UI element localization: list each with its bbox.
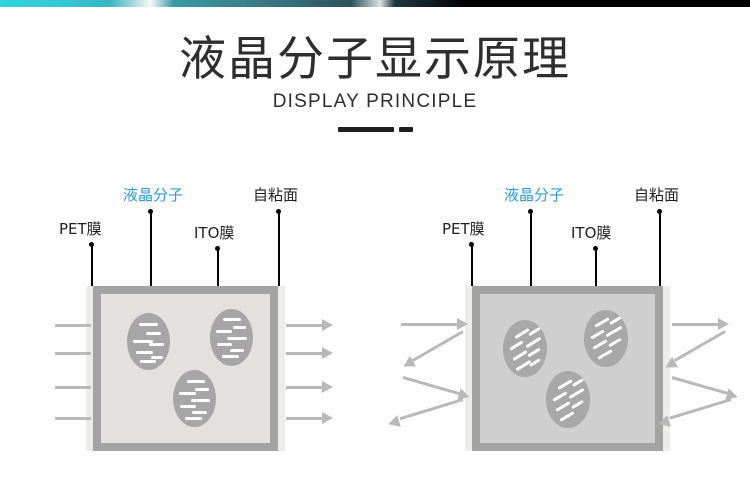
- label-lc-molecule-right-dot: [528, 209, 533, 214]
- label-pet-film-left-dot: [89, 242, 94, 247]
- incoming-ray-left-2: [55, 352, 91, 355]
- label-ito-film-left: ITO膜: [194, 224, 235, 242]
- title-divider: [0, 121, 750, 133]
- outgoing-ray-left-2: [286, 352, 324, 355]
- label-adhesive-left: 自粘面: [253, 186, 299, 204]
- diagram-scattered-state: PET膜 液晶分子 ITO膜 自粘面: [375, 0, 750, 492]
- label-lc-molecule-left-dot: [148, 209, 153, 214]
- scattered-ray-right-back-1: [412, 330, 464, 362]
- label-adhesive-right: 自粘面: [634, 186, 680, 204]
- label-pet-film-right-leader: [471, 245, 473, 292]
- label-lc-molecule-left-leader: [150, 212, 152, 318]
- scattered-ray-right-back-2: [399, 398, 464, 421]
- incoming-ray-right-1-head: [457, 318, 468, 330]
- incoming-ray-left-1: [55, 324, 91, 327]
- outgoing-ray-right-1: [672, 323, 720, 326]
- label-adhesive-left-leader: [278, 212, 280, 312]
- label-pet-film-right: PET膜: [442, 220, 485, 238]
- incoming-ray-left-4: [55, 417, 91, 420]
- incoming-ray-right-1: [401, 323, 459, 326]
- divider-dash-long: [337, 127, 394, 133]
- lc-molecule-left-2: [210, 309, 253, 366]
- outgoing-ray-left-2-head: [322, 347, 333, 359]
- label-adhesive-right-dot: [657, 209, 662, 214]
- page-title: 液晶分子显示原理: [179, 32, 571, 87]
- label-pet-film-left-leader: [91, 245, 93, 292]
- incoming-ray-left-3: [55, 386, 91, 389]
- diagram-aligned-state: PET膜 液晶分子 ITO膜 自粘面: [55, 186, 333, 451]
- label-adhesive-right-leader: [659, 212, 661, 312]
- incoming-ray-right-2: [402, 376, 462, 396]
- scattered-ray-right-out-1: [674, 330, 726, 362]
- outgoing-ray-left-1-head: [322, 319, 333, 331]
- label-ito-film-right-leader: [595, 249, 597, 311]
- label-lc-molecule-left: 液晶分子: [123, 186, 184, 204]
- scattered-ray-right-out-2: [669, 398, 732, 420]
- outgoing-ray-right-2: [671, 376, 729, 395]
- label-pet-film-left: PET膜: [59, 220, 102, 238]
- label-ito-film-left-leader: [217, 249, 219, 312]
- label-lc-molecule-right-leader: [530, 212, 532, 317]
- lc-molecule-left-1: [127, 313, 170, 370]
- outgoing-ray-left-4-head: [322, 412, 333, 424]
- label-ito-film-right-dot: [593, 246, 598, 251]
- label-pet-film-right-dot: [469, 242, 474, 247]
- lc-molecule-right-2: [584, 310, 628, 367]
- label-ito-film-left-dot: [215, 246, 220, 251]
- page-subtitle: DISPLAY PRINCIPLE: [272, 91, 478, 112]
- top-accent-bar: [0, 0, 750, 7]
- outgoing-ray-left-3: [286, 386, 324, 389]
- outgoing-ray-left-3-head: [322, 381, 333, 393]
- outgoing-ray-right-1-head: [718, 318, 729, 330]
- label-lc-molecule-right: 液晶分子: [504, 186, 565, 204]
- lc-molecule-right-3: [546, 371, 590, 428]
- outgoing-ray-left-4: [286, 417, 324, 420]
- lc-molecule-right-1: [503, 320, 547, 377]
- lc-molecule-left-3: [173, 370, 216, 427]
- label-adhesive-left-dot: [276, 209, 281, 214]
- divider-dash-short: [398, 127, 413, 133]
- outgoing-ray-left-1: [286, 324, 324, 327]
- label-ito-film-right: ITO膜: [571, 224, 612, 242]
